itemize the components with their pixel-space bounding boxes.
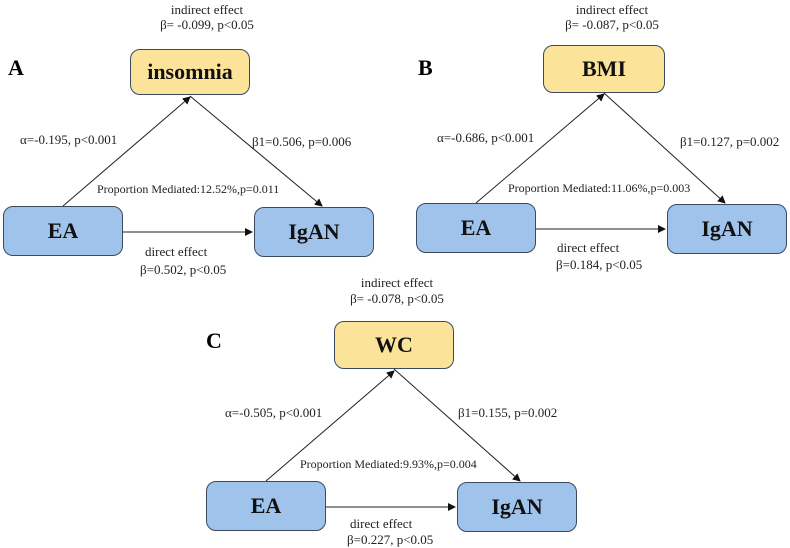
exposure-node: EA: [3, 206, 123, 256]
alpha-path-label: α=-0.686, p<0.001: [437, 130, 535, 145]
indirect-effect-value: β= -0.078, p<0.05: [350, 291, 444, 306]
alpha-arrow: [265, 370, 395, 482]
indirect-effect-title: indirect effect: [360, 275, 434, 290]
mediator-node: WC: [334, 321, 454, 369]
indirect-effect-value: β= -0.087, p<0.05: [565, 17, 659, 32]
proportion-mediated-label: Proportion Mediated:11.06%,p=0.003: [508, 181, 691, 195]
mediator-node: insomnia: [130, 49, 250, 95]
beta1-arrow: [189, 95, 323, 207]
alpha-arrow: [62, 96, 191, 207]
panel-label: B: [418, 55, 433, 80]
beta1-arrow: [603, 92, 726, 204]
direct-effect-title: direct effect: [557, 240, 620, 255]
outcome-node: IgAN: [457, 482, 577, 532]
exposure-node: EA: [206, 481, 326, 531]
proportion-mediated-label: Proportion Mediated:12.52%,p=0.011: [97, 182, 280, 196]
direct-effect-value: β=0.184, p<0.05: [556, 257, 643, 272]
beta1-arrow: [393, 368, 521, 482]
direct-effect-value: β=0.502, p<0.05: [140, 262, 227, 277]
direct-effect-value: β=0.227, p<0.05: [347, 532, 434, 547]
alpha-arrow: [475, 93, 605, 204]
exposure-node: EA: [416, 203, 536, 253]
alpha-path-label: α=-0.505, p<0.001: [225, 405, 323, 420]
beta1-path-label: β1=0.155, p=0.002: [458, 405, 558, 420]
direct-effect-title: direct effect: [145, 244, 208, 259]
panel-label: C: [206, 328, 222, 353]
direct-effect-title: direct effect: [350, 516, 413, 531]
alpha-path-label: α=-0.195, p<0.001: [20, 132, 118, 147]
beta1-path-label: β1=0.506, p=0.006: [252, 134, 352, 149]
panel-label: A: [8, 55, 24, 80]
indirect-effect-title: indirect effect: [170, 2, 244, 17]
proportion-mediated-label: Proportion Mediated:9.93%,p=0.004: [300, 457, 477, 471]
indirect-effect-title: indirect effect: [575, 2, 649, 17]
beta1-path-label: β1=0.127, p=0.002: [680, 134, 780, 149]
outcome-node: IgAN: [254, 207, 374, 257]
mediator-node: BMI: [543, 45, 665, 93]
outcome-node: IgAN: [667, 204, 787, 254]
indirect-effect-value: β= -0.099, p<0.05: [160, 17, 254, 32]
